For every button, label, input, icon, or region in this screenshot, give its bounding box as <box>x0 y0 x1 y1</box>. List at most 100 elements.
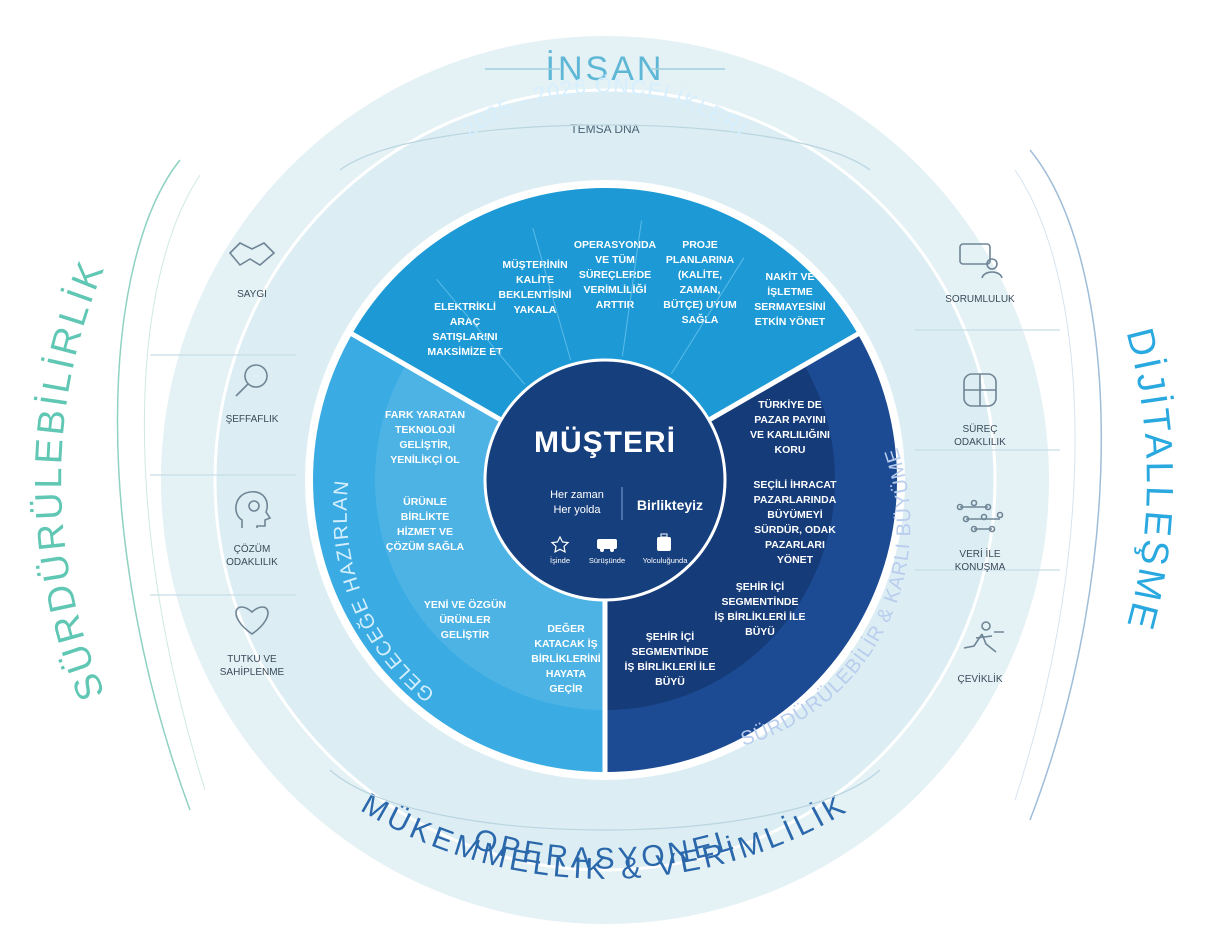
growth-item-line: PAZARLARI <box>765 539 825 551</box>
future-item-line: FARK YARATAN <box>385 409 465 421</box>
priority-item-line: ARTTIR <box>596 299 635 311</box>
priorities-segment <box>352 188 858 420</box>
left-vine-icon <box>116 159 191 811</box>
growth-item-line: VE KARLILIĞINI <box>750 428 830 441</box>
value-label-line: SAHİPLENME <box>220 665 285 678</box>
priority-item-line: SERMAYESİNİ <box>754 300 825 313</box>
center-icon-label: Sürüşünde <box>589 556 625 565</box>
speech-person-icon <box>986 258 998 270</box>
value-label-line: ODAKLILIK <box>954 437 1006 448</box>
priority-item-line: ARAÇ <box>450 316 481 328</box>
speech-person-icon <box>981 271 1003 279</box>
future-item-line: ÇÖZÜM SAĞLA <box>386 540 465 553</box>
insan-label: İNSAN <box>546 50 665 88</box>
value-label: SORUMLULUK <box>945 294 1015 305</box>
head-gear-icon <box>248 500 260 512</box>
value-label: SAYGI <box>237 289 267 300</box>
priority-item-line: VE TÜM <box>595 253 635 266</box>
priority-item-line: PROJE <box>682 239 718 251</box>
growth-item-line: İŞ BİRLİKLERİ İLE <box>624 660 715 673</box>
future-item-line: TEKNOLOJİ <box>395 423 455 436</box>
bus-wheel <box>600 548 604 552</box>
dijitallesme-label: DİJİTALLEŞME <box>1118 324 1180 636</box>
priority-divider <box>532 228 572 360</box>
data-network-icon <box>956 499 1004 533</box>
hands-together-icon <box>963 373 997 407</box>
priority-item-line: VERİMLİLİĞİ <box>584 283 647 296</box>
temsa-dna-label: TEMSA DNA <box>570 122 639 136</box>
growth-inner-band <box>605 365 835 710</box>
star-icon: İşinde <box>550 535 570 565</box>
growth-item-line: PAZAR PAYINI <box>754 414 826 426</box>
future-item-line: GELİŞTİR <box>441 628 490 641</box>
bus-body <box>597 539 617 549</box>
future-item-line: GELİŞTİR, <box>399 438 450 451</box>
priority-item-line: KALİTE <box>516 273 554 286</box>
magnifier-icon <box>235 364 268 397</box>
future-item-line: YENİLİKÇİ OL <box>390 453 460 466</box>
growth-item-line: BÜYÜ <box>745 625 775 638</box>
value-label-line: ŞEFFAFLIK <box>226 414 279 425</box>
priority-item-line: PLANLARINA <box>666 254 735 266</box>
segment-separator <box>707 329 863 423</box>
future-item-line: HAYATA <box>546 668 587 680</box>
priority-item-line: BEKLENTİSİNİ <box>499 288 572 301</box>
future-item: FARK YARATAN TEKNOLOJİ GELİŞTİR, YENİLİKÇİ … <box>385 409 465 466</box>
center-left-line2: Her yolda <box>553 504 601 516</box>
future-item-line: HİZMET VE <box>397 525 453 538</box>
future-item-line: BİRLİKLERİNİ <box>531 652 600 665</box>
segment-separators <box>347 329 863 776</box>
head-gear-icon <box>235 491 272 528</box>
value-label-line: SÜREÇ <box>962 423 997 435</box>
future-item-line: KATACAK İŞ <box>534 637 597 650</box>
future-item-line: ÜRÜNLER <box>439 613 491 626</box>
musteri-title: MÜŞTERİ <box>534 426 676 459</box>
priority-item-line: NAKİT VE <box>765 270 814 283</box>
priority-item: NAKİT VE İŞLETME SERMAYESİNİ ETKİN YÖNET <box>754 270 825 328</box>
priority-item-line: ELEKTRİKLİ <box>434 300 496 313</box>
segment-separator <box>347 329 503 423</box>
value-label-line: ÇÖZÜM <box>234 543 271 555</box>
priority-item-line: OPERASYONDA <box>574 239 657 251</box>
value-label-line: TUTKU VE <box>227 654 277 665</box>
priority-divider <box>436 278 526 385</box>
growth-item-line: ŞEHİR İÇİ <box>736 580 785 593</box>
future-item-line: BİRLİKTE <box>401 510 449 523</box>
growth-item-line: SEÇİLİ İHRACAT <box>753 478 837 491</box>
luggage-handle <box>660 533 668 538</box>
center-right-text: Birlikteyiz <box>637 497 703 513</box>
value-label-line: SAYGI <box>237 289 267 300</box>
running-person-icon <box>981 621 991 631</box>
priority-item-line: (KALİTE, <box>678 268 722 281</box>
value-label-line: KONUŞMA <box>955 562 1006 573</box>
right-circuit-icon <box>1029 149 1103 821</box>
priority-item-line: MÜŞTERİNİN <box>502 258 567 271</box>
heart-icon <box>235 606 269 635</box>
handshake-icon <box>228 242 276 267</box>
value-label-line: ÇEVİKLİK <box>957 672 1002 685</box>
priority-divider <box>670 257 745 375</box>
priority-divider <box>621 220 642 357</box>
future-item-line: DEĞER <box>547 622 585 635</box>
center-left-line1: Her zaman <box>550 489 604 501</box>
priority-item-line: MAKSİMİZE ET <box>427 345 503 358</box>
priority-item-line: ETKİN YÖNET <box>755 315 826 328</box>
future-item-line: ÜRÜNLE <box>403 495 447 508</box>
growth-item-line: BÜYÜMEYİ <box>767 508 823 521</box>
value-label: ÇEVİKLİK <box>957 672 1002 685</box>
priority-item-line: İŞLETME <box>767 285 813 298</box>
growth-item-line: PAZARLARINDA <box>754 494 837 506</box>
priority-item-line: SÜREÇLERDE <box>579 268 651 281</box>
growth-item-line: TÜRKİYE DE <box>758 398 822 411</box>
